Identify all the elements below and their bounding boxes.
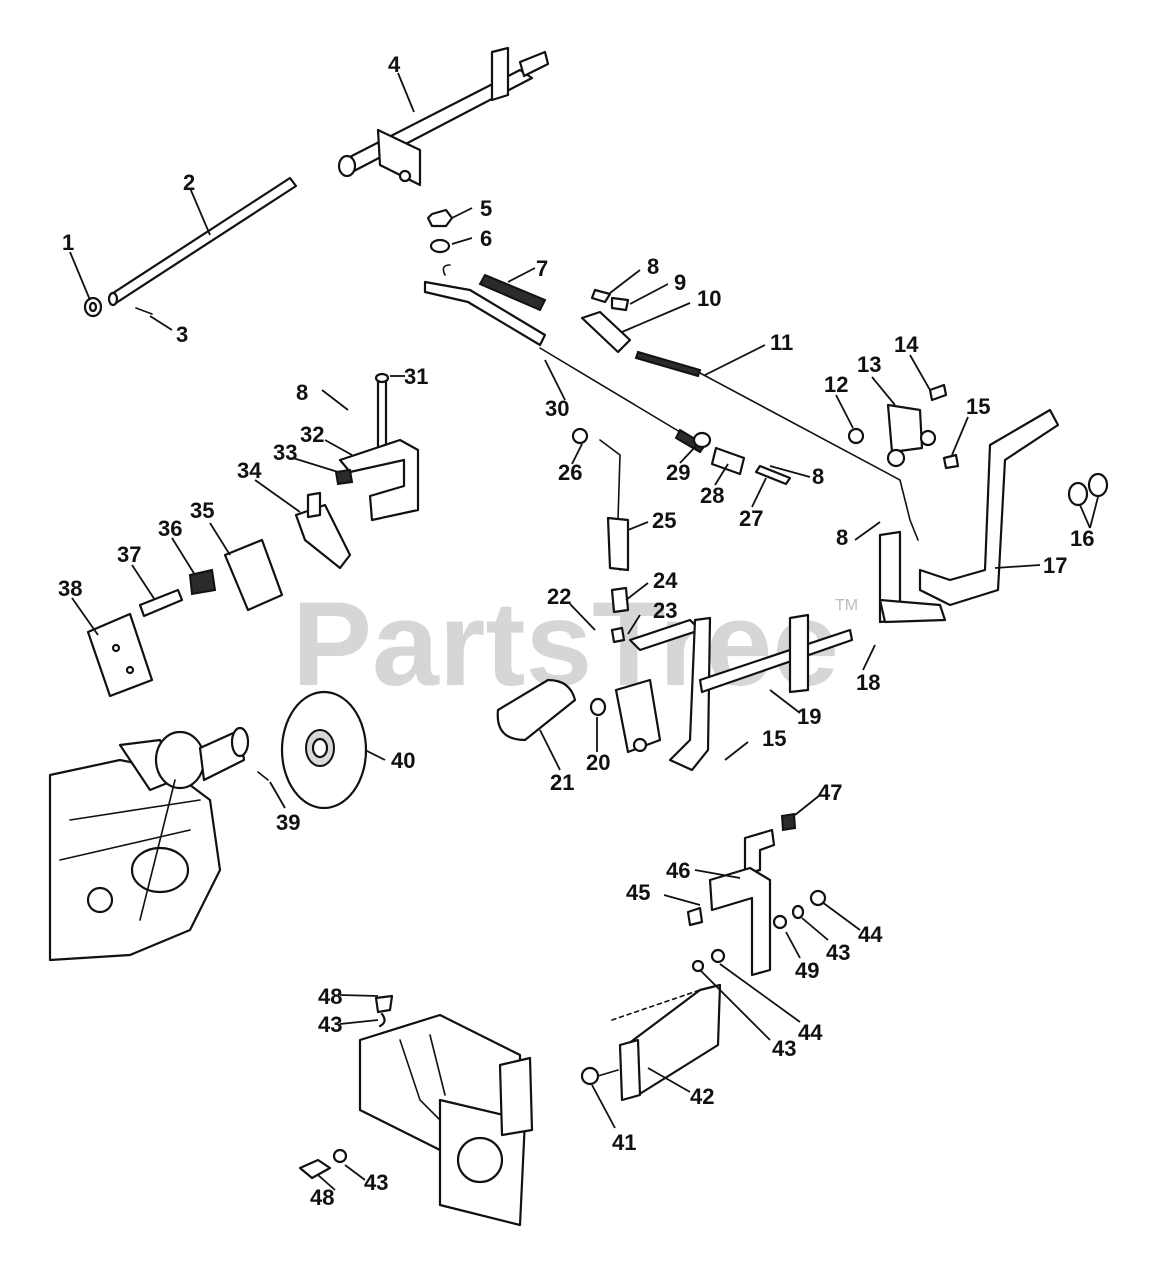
callout-8-left: 8 (296, 380, 308, 405)
callout-1: 1 (62, 230, 74, 255)
callout-39: 39 (276, 810, 300, 835)
callout-8-top: 8 (647, 254, 659, 279)
callout-19: 19 (797, 704, 821, 729)
part-rod-11 (634, 350, 919, 541)
callout-48-top: 48 (318, 984, 342, 1009)
callout-13: 13 (857, 352, 881, 377)
callout-48-bottom: 48 (310, 1185, 334, 1210)
callout-8-right: 8 (836, 525, 848, 550)
callout-labels: 1 2 3 4 5 6 7 8 9 10 11 12 13 14 15 16 1… (58, 52, 1094, 1210)
part-clevis (580, 288, 632, 354)
part-key-39 (257, 771, 269, 781)
callout-43-left-bottom: 43 (364, 1170, 388, 1195)
part-cross-shaft (337, 46, 550, 187)
leader-lines (69, 72, 1099, 1191)
callout-28: 28 (700, 483, 724, 508)
callout-44-mid: 44 (798, 1020, 823, 1045)
callout-43-left-top: 43 (318, 1012, 342, 1037)
callout-24: 24 (653, 568, 678, 593)
callout-35: 35 (190, 498, 214, 523)
callout-21: 21 (550, 770, 574, 795)
callout-23: 23 (653, 598, 677, 623)
part-hardware-right (686, 812, 827, 977)
callout-3: 3 (176, 322, 188, 347)
callout-11: 11 (770, 330, 793, 355)
callout-38: 38 (58, 576, 82, 601)
part-nut-washer (426, 208, 454, 254)
callout-9: 9 (674, 270, 686, 295)
part-washer-1 (83, 296, 103, 318)
part-bracket-13 (847, 383, 960, 470)
callout-7: 7 (536, 256, 548, 281)
part-pin-3 (135, 307, 153, 315)
watermark-tm: TM (835, 597, 858, 614)
callout-8-mid: 8 (812, 464, 824, 489)
callout-34: 34 (237, 458, 262, 483)
callout-12: 12 (824, 372, 848, 397)
callout-49: 49 (795, 958, 819, 983)
callout-42: 42 (690, 1084, 714, 1109)
callout-44-right: 44 (858, 922, 883, 947)
part-pedal-shaft (496, 586, 854, 772)
part-transmission (48, 726, 250, 962)
callout-43-right: 43 (826, 940, 850, 965)
callout-10: 10 (697, 286, 721, 311)
callout-41: 41 (612, 1130, 636, 1155)
callout-20: 20 (586, 750, 610, 775)
callout-27: 27 (739, 506, 763, 531)
callout-15-bottom: 15 (762, 726, 786, 751)
callout-36: 36 (158, 516, 182, 541)
callout-5: 5 (480, 196, 492, 221)
callout-18: 18 (856, 670, 880, 695)
callout-32: 32 (300, 422, 324, 447)
part-pulley-40 (280, 690, 368, 810)
callout-2: 2 (183, 170, 195, 195)
callout-6: 6 (480, 226, 492, 251)
callout-37: 37 (117, 542, 141, 567)
part-washers-16 (1067, 472, 1109, 507)
callout-46: 46 (666, 858, 690, 883)
callout-26: 26 (558, 460, 582, 485)
callout-40: 40 (391, 748, 415, 773)
callout-30: 30 (545, 396, 569, 421)
part-pedal-17 (878, 408, 1060, 624)
callout-31: 31 (404, 364, 428, 389)
part-mount-assembly (298, 994, 534, 1227)
callout-17: 17 (1043, 553, 1067, 578)
callout-45: 45 (626, 880, 650, 905)
callout-15-top: 15 (966, 394, 990, 419)
callout-4: 4 (388, 52, 401, 77)
callout-29: 29 (666, 460, 690, 485)
part-bracket-42 (580, 983, 722, 1102)
callout-14: 14 (894, 332, 919, 357)
callout-16: 16 (1070, 526, 1094, 551)
part-link-25 (571, 427, 792, 572)
callout-43-mid: 43 (772, 1036, 796, 1061)
part-pivot-bracket (294, 372, 420, 570)
callout-25: 25 (652, 508, 676, 533)
callout-47: 47 (818, 780, 842, 805)
part-long-rod (107, 176, 298, 307)
callout-33: 33 (273, 440, 297, 465)
callout-22: 22 (547, 584, 571, 609)
part-clutch-pieces (86, 538, 284, 698)
